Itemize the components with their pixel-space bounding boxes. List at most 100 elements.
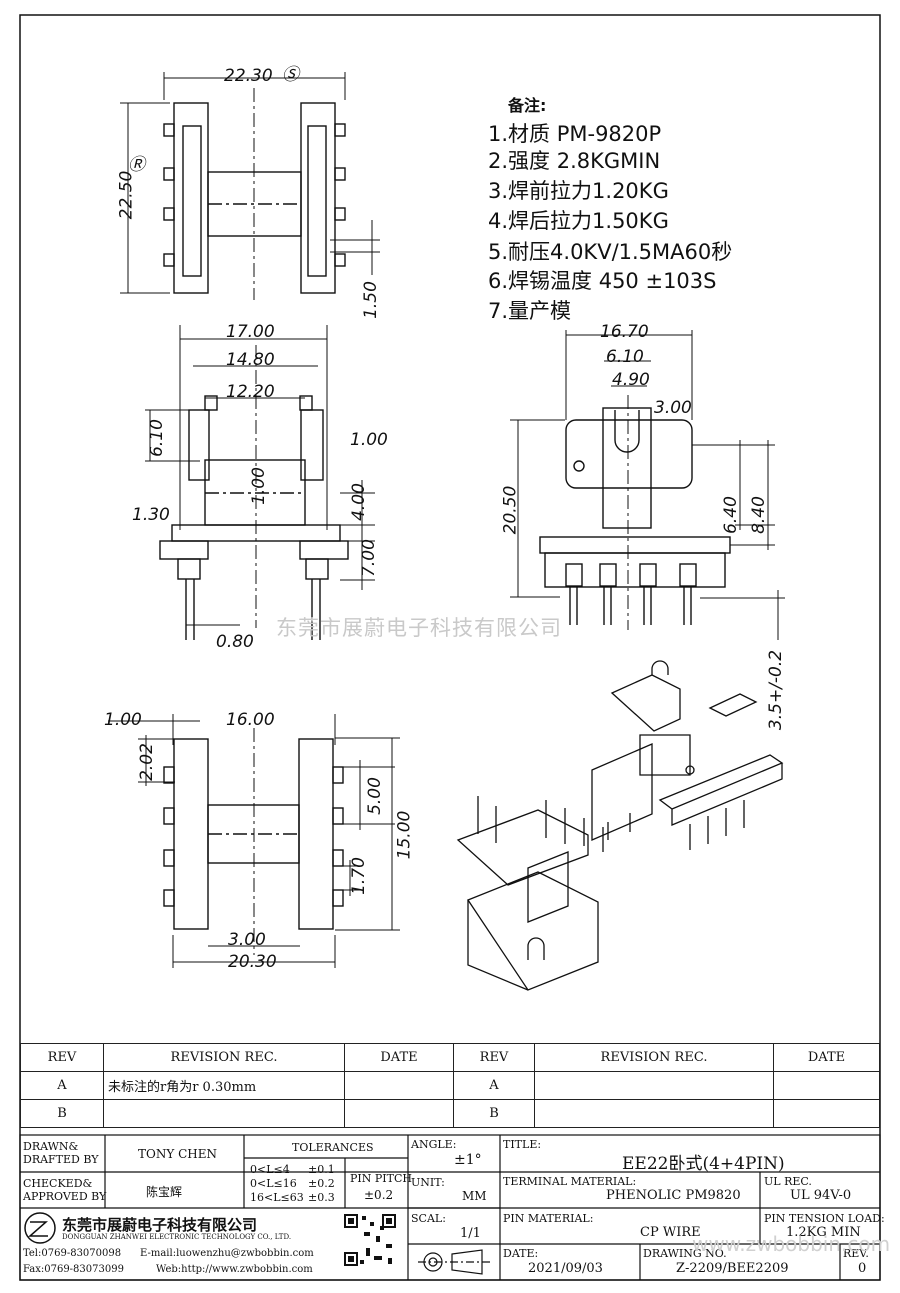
company-name-cn: 东莞市展蔚电子科技有限公司	[62, 1216, 258, 1234]
unit-label: UNIT:	[411, 1176, 445, 1189]
checked-label: CHECKED& APPROVED BY	[23, 1177, 107, 1203]
dim-front-148: 14.80	[226, 350, 275, 370]
table-cell	[344, 1099, 454, 1128]
tol-range: 16<L≤63	[250, 1191, 304, 1204]
tol-value: ±0.2	[308, 1177, 335, 1190]
tolerances-label: TOLERANCES	[292, 1141, 374, 1154]
table-cell	[773, 1071, 880, 1100]
dim-bottom-170: 1.70	[348, 857, 369, 895]
projection-symbol	[418, 1249, 490, 1275]
pin-pitch: ±0.2	[364, 1188, 394, 1202]
dim-bottom-500: 5.00	[364, 777, 385, 815]
note-line: 5.耐压4.0KV/1.5MA60秒	[488, 240, 733, 264]
title-label: TITLE:	[503, 1138, 542, 1151]
unit-value: MM	[462, 1189, 487, 1203]
table-cell: 未标注的r角为r 0.30mm	[103, 1071, 345, 1100]
terminal-label: TERMINAL MATERIAL:	[503, 1175, 637, 1188]
pin-material-label: PIN MATERIAL:	[503, 1212, 594, 1225]
dim-bottom-100: 1.00	[104, 710, 142, 730]
ul-label: UL REC.	[764, 1175, 812, 1188]
company-web: Web:http://www.zwbobbin.com	[156, 1264, 313, 1275]
note-line: 2.强度 2.8KGMIN	[488, 149, 661, 173]
dim-side-61: 6.10	[606, 347, 644, 367]
note-line: 1.材质 PM-9820P	[488, 122, 662, 146]
ul-value: UL 94V-0	[790, 1188, 852, 1203]
rev-header: REV	[453, 1043, 535, 1072]
dim-bottom-202: 2.02	[136, 743, 157, 781]
dim-front-100b: 1.00	[248, 467, 269, 505]
iso-view-left	[456, 796, 604, 991]
table-row: B B	[20, 1099, 880, 1128]
dim-front-080: 0.80	[216, 632, 254, 652]
note-line: 3.焊前拉力1.20KG	[488, 179, 669, 203]
callout-r: Ⓡ	[128, 155, 145, 175]
scale-label: SCAL:	[411, 1212, 446, 1225]
dim-front-100a: 1.00	[350, 430, 388, 450]
dim-bottom-300: 3.00	[228, 930, 266, 950]
dim-bottom-1500: 15.00	[394, 810, 415, 860]
callout-s: Ⓢ	[282, 65, 299, 85]
rev-header: REV	[20, 1043, 104, 1072]
drawing-no: Z-2209/BEE2209	[676, 1261, 789, 1276]
dim-side-30: 3.00	[654, 398, 692, 418]
dim-side-49: 4.90	[612, 370, 650, 390]
pin-pitch-label: PIN PITCH	[350, 1172, 412, 1185]
scale-value: 1/1	[460, 1226, 481, 1241]
table-cell	[534, 1071, 774, 1100]
dim-front-130: 1.30	[132, 505, 170, 525]
tol-value: ±0.1	[308, 1163, 335, 1176]
side-view	[510, 330, 785, 640]
table-cell: B	[453, 1099, 535, 1128]
top-view	[120, 72, 380, 300]
rev-header: DATE	[344, 1043, 454, 1072]
watermark: 东莞市展蔚电子科技有限公司	[276, 616, 562, 640]
url-watermark: www.zwbobbin.com	[692, 1232, 891, 1256]
notes-heading: 备注:	[508, 96, 547, 115]
checked-by: 陈宝辉	[146, 1185, 183, 1199]
note-line: 7.量产模	[488, 299, 572, 323]
table-row: A 未标注的r角为r 0.30mm A	[20, 1071, 880, 1100]
drawn-label: DRAWN& DRAFTED BY	[23, 1140, 99, 1166]
table-cell: A	[453, 1071, 535, 1100]
date-value: 2021/09/03	[528, 1261, 603, 1276]
dim-top-pin: 1.50	[360, 281, 381, 319]
table-cell	[773, 1099, 880, 1128]
table-cell	[344, 1071, 454, 1100]
rev-value: 0	[858, 1261, 867, 1276]
dim-front-700: 7.00	[358, 539, 379, 577]
date-label: DATE:	[503, 1247, 539, 1260]
company-email: E-mail:luowenzhu@zwbobbin.com	[140, 1248, 314, 1259]
dim-side-640: 6.40	[720, 496, 741, 534]
company-fax: Fax:0769-83073099	[23, 1264, 124, 1275]
iso-view-right	[591, 660, 784, 850]
dim-top-width: 22.30	[224, 66, 273, 86]
drawn-by: TONY CHEN	[138, 1147, 217, 1161]
table-cell: B	[20, 1099, 104, 1128]
company-name-en: DONGGUAN ZHANWEI ELECTRONIC TECHNOLOGY C…	[62, 1233, 292, 1241]
terminal-material: PHENOLIC PM9820	[606, 1188, 741, 1203]
company-tel: Tel:0769-83070098	[23, 1248, 122, 1259]
dim-side-840: 8.40	[748, 496, 769, 534]
dim-front-61: 6.10	[146, 419, 167, 457]
tension-value: 1.2KG MIN	[786, 1225, 861, 1240]
rev-label: REV.	[843, 1247, 869, 1260]
tol-range: 0<L≤16	[250, 1177, 297, 1190]
dim-bottom-2030: 20.30	[228, 952, 277, 972]
dim-front-122: 12.20	[226, 382, 275, 402]
dim-front-17: 17.00	[226, 322, 275, 342]
revision-table: REV REVISION REC. DATE REV REVISION REC.…	[20, 1043, 880, 1128]
angle-value: ±1°	[454, 1152, 482, 1168]
dim-bottom-1600: 16.00	[226, 710, 275, 730]
bottom-view	[108, 714, 400, 968]
dim-side-2050: 20.50	[500, 485, 521, 535]
dim-top-height: 22.50	[116, 170, 137, 220]
qr-code	[344, 1214, 396, 1266]
rev-header: REVISION REC.	[103, 1043, 345, 1072]
angle-label: ANGLE:	[411, 1138, 457, 1151]
tol-range: 0<L≤4	[250, 1163, 290, 1176]
rev-header: DATE	[773, 1043, 880, 1072]
pin-material: CP WIRE	[640, 1225, 701, 1240]
table-cell	[534, 1099, 774, 1128]
